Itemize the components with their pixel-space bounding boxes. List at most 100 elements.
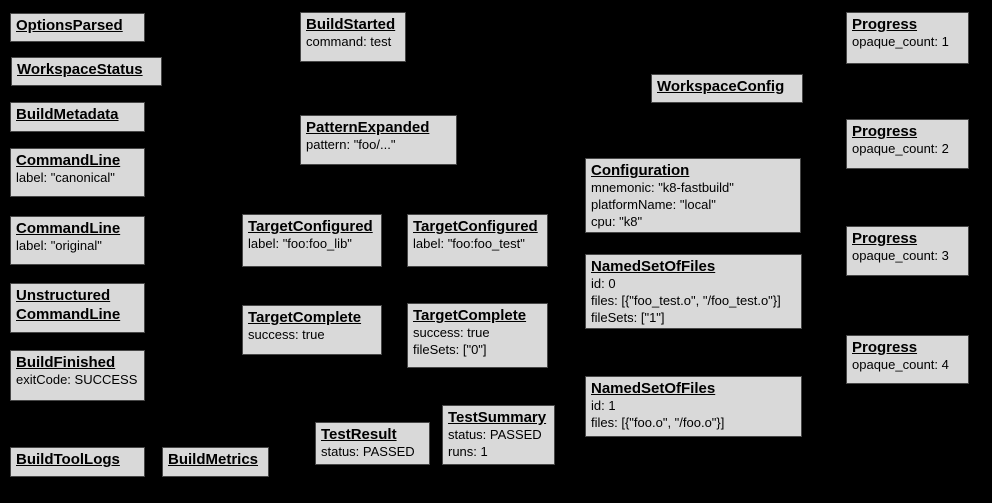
event-node-title-line: BuildStarted <box>306 16 396 33</box>
event-node-field: cpu: "k8" <box>591 213 643 229</box>
event-node-field: fileSets: ["1"] <box>591 309 665 325</box>
event-node-title-line: Progress <box>852 16 918 33</box>
event-node-workspaceconfig-17: WorkspaceConfig <box>651 74 803 103</box>
event-node-title-line: NamedSetOfFiles <box>591 380 716 397</box>
event-node-field: runs: 1 <box>448 444 488 460</box>
event-node-title-line: TargetComplete <box>248 309 362 326</box>
event-node-title-line: PatternExpanded <box>306 119 430 136</box>
event-node-title: Progress <box>852 338 963 357</box>
event-node-field: files: [{"foo_test.o", "/foo_test.o"}] <box>591 293 781 309</box>
event-node-title: WorkspaceStatus <box>17 60 156 79</box>
event-node-title-line: CommandLine <box>16 306 121 324</box>
event-node-field: fileSets: ["0"] <box>413 342 487 358</box>
event-node-optionsparsed-0: OptionsParsed <box>10 13 145 42</box>
event-node-title: Progress <box>852 229 963 248</box>
event-node-field: mnemonic: "k8-fastbuild" <box>591 180 734 196</box>
event-node-title: NamedSetOfFiles <box>591 379 796 398</box>
event-node-buildtoollogs-7: BuildToolLogs <box>10 447 145 477</box>
event-node-field: opaque_count: 3 <box>852 248 949 264</box>
event-node-title: Configuration <box>591 161 795 180</box>
event-node-field: opaque_count: 4 <box>852 357 949 373</box>
event-node-title-line: BuildMetrics <box>168 451 259 468</box>
event-node-buildmetadata-2: BuildMetadata <box>10 102 145 132</box>
event-node-title: TargetComplete <box>413 306 542 325</box>
event-node-title: TargetConfigured <box>248 217 376 236</box>
event-node-title-line: CommandLine <box>16 152 121 169</box>
event-node-title-line: OptionsParsed <box>16 17 123 34</box>
event-node-title-line: WorkspaceStatus <box>17 61 143 78</box>
event-node-workspacestatus-1: WorkspaceStatus <box>11 57 162 86</box>
event-node-title: OptionsParsed <box>16 16 139 35</box>
event-node-title: TestResult <box>321 425 424 444</box>
event-node-title-line: BuildFinished <box>16 354 116 371</box>
event-node-title: PatternExpanded <box>306 118 451 137</box>
event-node-title: BuildMetrics <box>168 450 263 469</box>
event-node-field: label: "foo:foo_test" <box>413 236 525 252</box>
event-node-field: id: 1 <box>591 398 616 414</box>
event-node-field: opaque_count: 2 <box>852 141 949 157</box>
event-node-title: TargetConfigured <box>413 217 542 236</box>
event-node-title: BuildMetadata <box>16 105 139 124</box>
event-node-title-line: BuildToolLogs <box>16 451 120 468</box>
event-node-title-line: TargetConfigured <box>248 218 373 235</box>
event-node-title-line: NamedSetOfFiles <box>591 258 716 275</box>
event-node-title-line: Progress <box>852 339 918 356</box>
event-node-title-line: TargetComplete <box>413 307 527 324</box>
event-node-title: WorkspaceConfig <box>657 77 797 96</box>
event-node-field: id: 0 <box>591 276 616 292</box>
event-node-buildmetrics-8: BuildMetrics <box>162 447 269 477</box>
event-node-field: pattern: "foo/..." <box>306 137 396 153</box>
event-node-field: success: true <box>248 327 325 343</box>
event-node-title-line: TargetConfigured <box>413 218 538 235</box>
event-node-field: command: test <box>306 34 392 50</box>
event-node-field: files: [{"foo.o", "/foo.o"}] <box>591 415 725 431</box>
event-node-field: status: PASSED <box>321 444 415 460</box>
event-node-title: Progress <box>852 15 963 34</box>
event-node-field: exitCode: SUCCESS <box>16 372 138 388</box>
event-node-title: BuildStarted <box>306 15 400 34</box>
event-node-title-line: BuildMetadata <box>16 106 119 123</box>
event-node-title-line: WorkspaceConfig <box>657 78 785 95</box>
event-node-title: BuildToolLogs <box>16 450 139 469</box>
event-node-title: TestSummary <box>448 408 549 427</box>
event-node-title: BuildFinished <box>16 353 139 372</box>
event-node-field: status: PASSED <box>448 427 542 443</box>
event-node-title-line: Configuration <box>591 162 690 179</box>
event-node-title-line: Progress <box>852 123 918 140</box>
event-node-title-line: TestSummary <box>448 409 547 426</box>
event-node-title-line: Unstructured <box>16 287 111 304</box>
event-node-field: success: true <box>413 325 490 341</box>
event-node-title-line: TestResult <box>321 426 397 443</box>
event-node-field: label: "original" <box>16 238 102 254</box>
event-node-title: CommandLine <box>16 151 139 170</box>
event-node-title: NamedSetOfFiles <box>591 257 796 276</box>
event-node-title-line: Progress <box>852 230 918 247</box>
event-node-title: Progress <box>852 122 963 141</box>
event-node-field: label: "canonical" <box>16 170 115 186</box>
event-node-field: opaque_count: 1 <box>852 34 949 50</box>
event-node-title: CommandLine <box>16 219 139 238</box>
event-node-title-line: CommandLine <box>16 220 121 237</box>
event-node-field: label: "foo:foo_lib" <box>248 236 352 252</box>
